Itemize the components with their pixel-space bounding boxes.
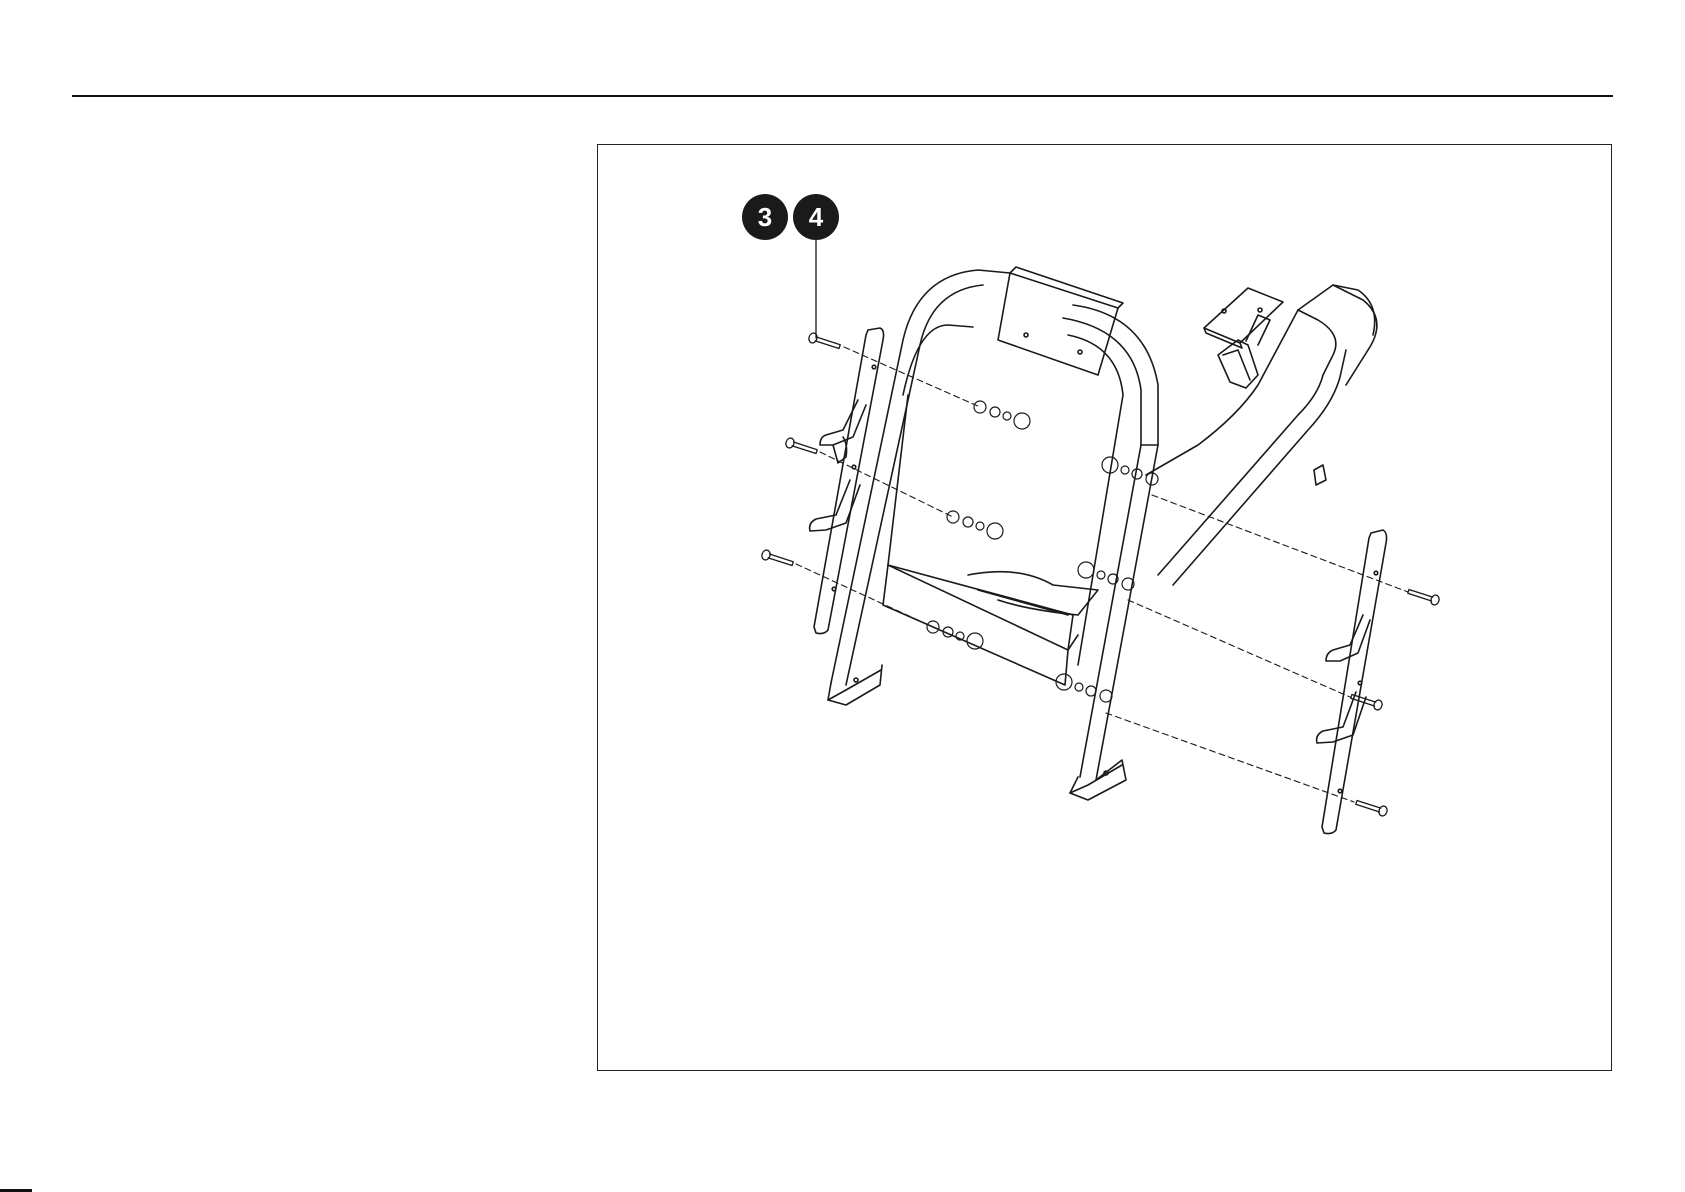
- callout-3: 3: [742, 194, 788, 240]
- header-rule: [72, 95, 1613, 97]
- right-bracket: [1317, 530, 1387, 834]
- main-frame: [828, 270, 1158, 800]
- assembly-figure: 3 4: [597, 144, 1612, 1071]
- svg-text:4: 4: [809, 202, 824, 232]
- svg-text:3: 3: [758, 202, 772, 232]
- hardware-stacks: [927, 401, 1158, 702]
- callout-4: 4: [793, 194, 839, 240]
- seat-back-plate: [998, 267, 1123, 375]
- left-bolts: [761, 332, 842, 568]
- right-bolts: [1350, 587, 1441, 817]
- rear-frame: [1146, 285, 1377, 585]
- assembly-drawing: 3 4: [598, 145, 1613, 1072]
